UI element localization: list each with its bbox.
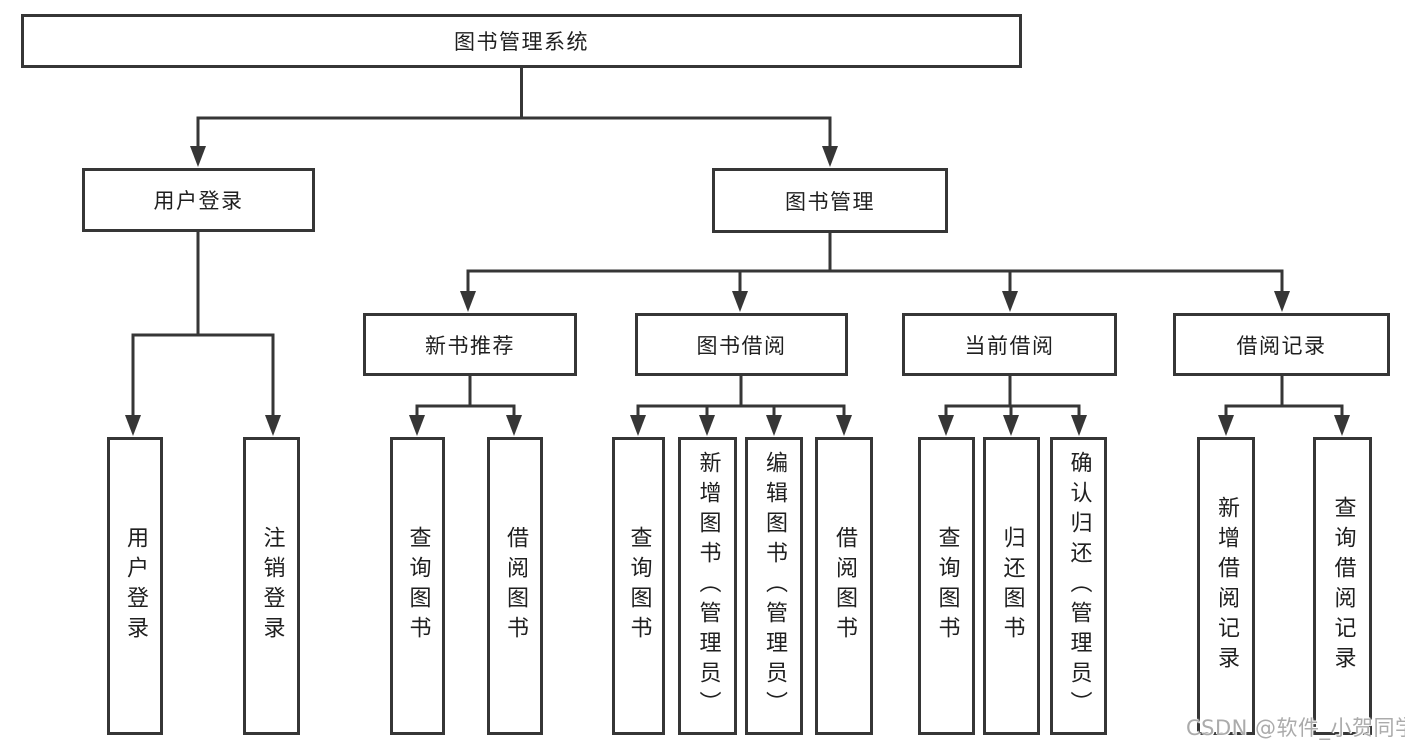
leaf-borrow-books-recommend: 借阅图书 bbox=[487, 437, 543, 735]
node-user-login-label: 用户登录 bbox=[153, 189, 244, 213]
node-new-book-recommend-label: 新书推荐 bbox=[425, 333, 515, 358]
edge-newbook-to-leaves bbox=[415, 376, 516, 417]
edge-currentborrow-to-leaves bbox=[944, 376, 1081, 417]
leaf-query-books-borrow-label: 查询图书 bbox=[626, 526, 652, 646]
node-new-book-recommend: 新书推荐 bbox=[363, 313, 577, 376]
leaf-edit-books-admin-label: 编辑图书（管理员） bbox=[762, 451, 787, 721]
node-current-borrow: 当前借阅 bbox=[902, 313, 1117, 376]
node-book-management-label: 图书管理 bbox=[785, 189, 875, 214]
edge-bookborrow-to-leaves bbox=[636, 376, 846, 417]
leaf-confirm-return-admin: 确认归还（管理员） bbox=[1050, 437, 1107, 735]
leaf-query-books-recommend-label: 查询图书 bbox=[405, 526, 431, 646]
leaf-borrow-books: 借阅图书 bbox=[815, 437, 873, 735]
leaf-edit-books-admin: 编辑图书（管理员） bbox=[745, 437, 803, 735]
leaf-user-login: 用户登录 bbox=[107, 437, 163, 735]
edge-bookmgmt-to-level3 bbox=[466, 233, 1284, 293]
leaf-query-books-current-label: 查询图书 bbox=[934, 526, 960, 646]
edge-userlogin-to-leaves bbox=[131, 232, 275, 417]
leaf-add-borrow-record: 新增借阅记录 bbox=[1197, 437, 1255, 735]
leaf-query-borrow-record: 查询借阅记录 bbox=[1313, 437, 1372, 735]
node-book-management: 图书管理 bbox=[712, 168, 948, 233]
leaf-logout: 注销登录 bbox=[243, 437, 300, 735]
edge-root-to-level2 bbox=[196, 68, 832, 148]
leaf-query-books-borrow: 查询图书 bbox=[612, 437, 665, 735]
leaf-query-books-current: 查询图书 bbox=[918, 437, 975, 735]
leaf-add-borrow-record-label: 新增借阅记录 bbox=[1214, 496, 1239, 676]
node-root: 图书管理系统 bbox=[21, 14, 1022, 68]
leaf-query-borrow-record-label: 查询借阅记录 bbox=[1330, 496, 1356, 676]
node-root-label: 图书管理系统 bbox=[454, 30, 589, 54]
watermark-text: CSDN @软件_小贺同学 bbox=[1186, 716, 1405, 740]
leaf-add-books-admin-label: 新增图书（管理员） bbox=[695, 451, 721, 721]
leaf-query-books-recommend: 查询图书 bbox=[390, 437, 445, 735]
leaf-return-books: 归还图书 bbox=[983, 437, 1040, 735]
leaf-logout-label: 注销登录 bbox=[259, 526, 285, 646]
leaf-user-login-label: 用户登录 bbox=[123, 526, 148, 646]
leaf-add-books-admin: 新增图书（管理员） bbox=[678, 437, 737, 735]
leaf-borrow-books-recommend-label: 借阅图书 bbox=[503, 526, 528, 646]
arrowheads bbox=[125, 146, 1350, 436]
node-current-borrow-label: 当前借阅 bbox=[964, 333, 1055, 358]
leaf-borrow-books-label: 借阅图书 bbox=[832, 526, 857, 646]
edge-records-to-leaves bbox=[1224, 376, 1344, 417]
node-book-borrow: 图书借阅 bbox=[635, 313, 848, 376]
node-borrow-records: 借阅记录 bbox=[1173, 313, 1390, 376]
node-borrow-records-label: 借阅记录 bbox=[1236, 333, 1327, 358]
node-user-login: 用户登录 bbox=[82, 168, 315, 232]
node-book-borrow-label: 图书借阅 bbox=[696, 333, 787, 358]
leaf-return-books-label: 归还图书 bbox=[999, 526, 1025, 646]
leaf-confirm-return-admin-label: 确认归还（管理员） bbox=[1066, 451, 1092, 721]
